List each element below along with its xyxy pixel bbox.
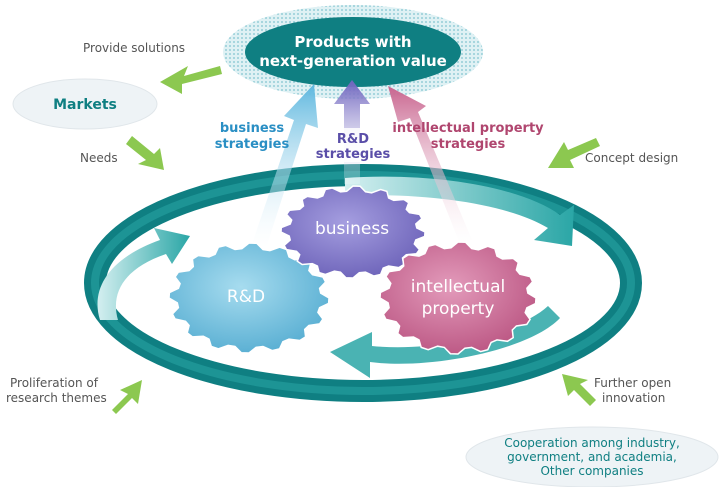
gear-rd-label: R&D (227, 287, 265, 307)
markets-label: Markets (53, 97, 117, 113)
cooperation-line2: government, and academia, (507, 450, 677, 464)
proliferation-label-line2: research themes (6, 391, 107, 405)
gear-ip-label-line1: intellectual (411, 277, 505, 297)
flow-arrow-top-right (345, 176, 574, 246)
rd-strategies-line1: R&D (337, 132, 369, 147)
cooperation-bubble (465, 426, 719, 487)
gear-business-label: business (315, 219, 389, 239)
gear-ip (379, 241, 537, 355)
green-arrow-concept-design (548, 138, 600, 168)
ip-strategies-line1: intellectual property (392, 121, 544, 136)
products-title-line2: next-generation value (259, 52, 447, 70)
green-arrow-open-innovation (562, 374, 596, 406)
gear-business (280, 185, 426, 279)
open-innovation-label-line2: innovation (602, 391, 665, 405)
green-arrow-needs (126, 136, 164, 170)
flow-arrow-left (97, 228, 190, 320)
ip-strategies-line2: strategies (431, 137, 506, 152)
business-strategies-line1: business (220, 121, 285, 136)
markets-bubble (12, 78, 158, 130)
products-title-line1: Products with (294, 33, 411, 51)
products-bubble (223, 5, 483, 99)
ip-strategy-arrow (388, 86, 472, 244)
gear-rd (168, 242, 330, 354)
rd-strategies-label: R&D strategies (316, 128, 392, 162)
concept-design-label: Concept design (585, 151, 678, 165)
needs-label: Needs (80, 151, 118, 165)
cooperation-line1: Cooperation among industry, (504, 436, 680, 450)
business-strategy-arrow (252, 84, 318, 248)
cooperation-line3: Other companies (540, 464, 643, 478)
green-arrow-proliferation (112, 380, 142, 414)
proliferation-label-line1: Proliferation of (10, 376, 99, 390)
cycle-ring (84, 164, 642, 402)
gear-ip-label-line2: property (422, 299, 495, 319)
provide-solutions-label: Provide solutions (83, 41, 185, 55)
green-arrow-provide-solutions (160, 66, 222, 94)
open-innovation-label-line1: Further open (594, 376, 671, 390)
rd-strategies-line2: strategies (316, 147, 391, 162)
business-strategies-line2: strategies (215, 137, 290, 152)
flow-arrow-bottom (330, 306, 560, 378)
